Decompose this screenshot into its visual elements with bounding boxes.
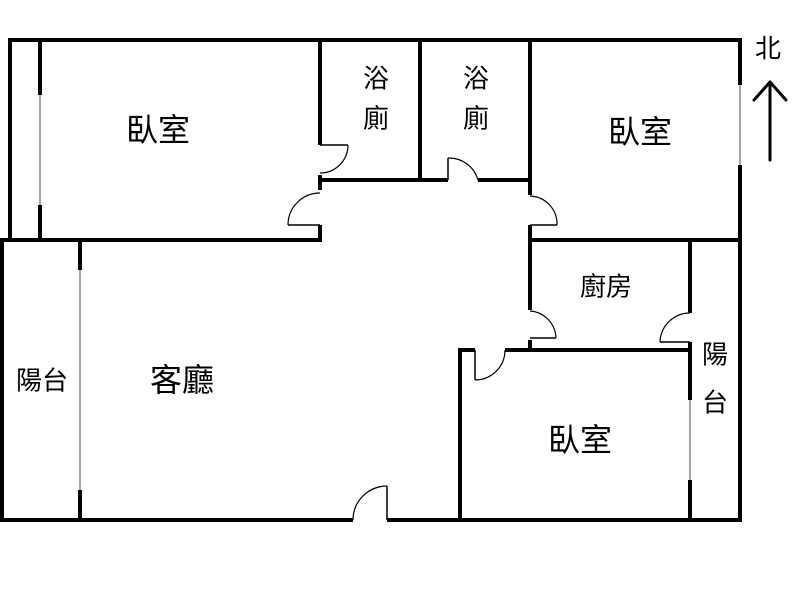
label-balcony-east-line-2: 台 <box>702 389 728 419</box>
label-bedroom-ne: 臥室 <box>608 113 672 151</box>
label-balcony-west: 陽台 <box>16 367 68 397</box>
label-bedroom-se: 臥室 <box>548 421 612 459</box>
label-bath-1-line-1: 浴 <box>363 65 389 95</box>
north-label: 北 <box>755 35 781 65</box>
label-living-room: 客廳 <box>150 361 214 399</box>
north-indicator: 北 <box>752 35 788 162</box>
label-balcony-east-line-1: 陽 <box>702 341 728 371</box>
doors <box>287 144 694 524</box>
room-labels: 臥室 浴 廁 浴 廁 臥室 廚房 陽台 客廳 陽 台 臥室 <box>16 65 728 460</box>
label-kitchen: 廚房 <box>580 273 632 303</box>
windows <box>37 85 743 490</box>
north-arrow-icon <box>752 80 788 162</box>
label-bath-1-line-2: 廁 <box>363 105 389 135</box>
label-bedroom-nw: 臥室 <box>126 111 190 149</box>
label-bath-2-line-1: 浴 <box>463 65 489 95</box>
label-bath-2-line-2: 廁 <box>463 105 489 135</box>
